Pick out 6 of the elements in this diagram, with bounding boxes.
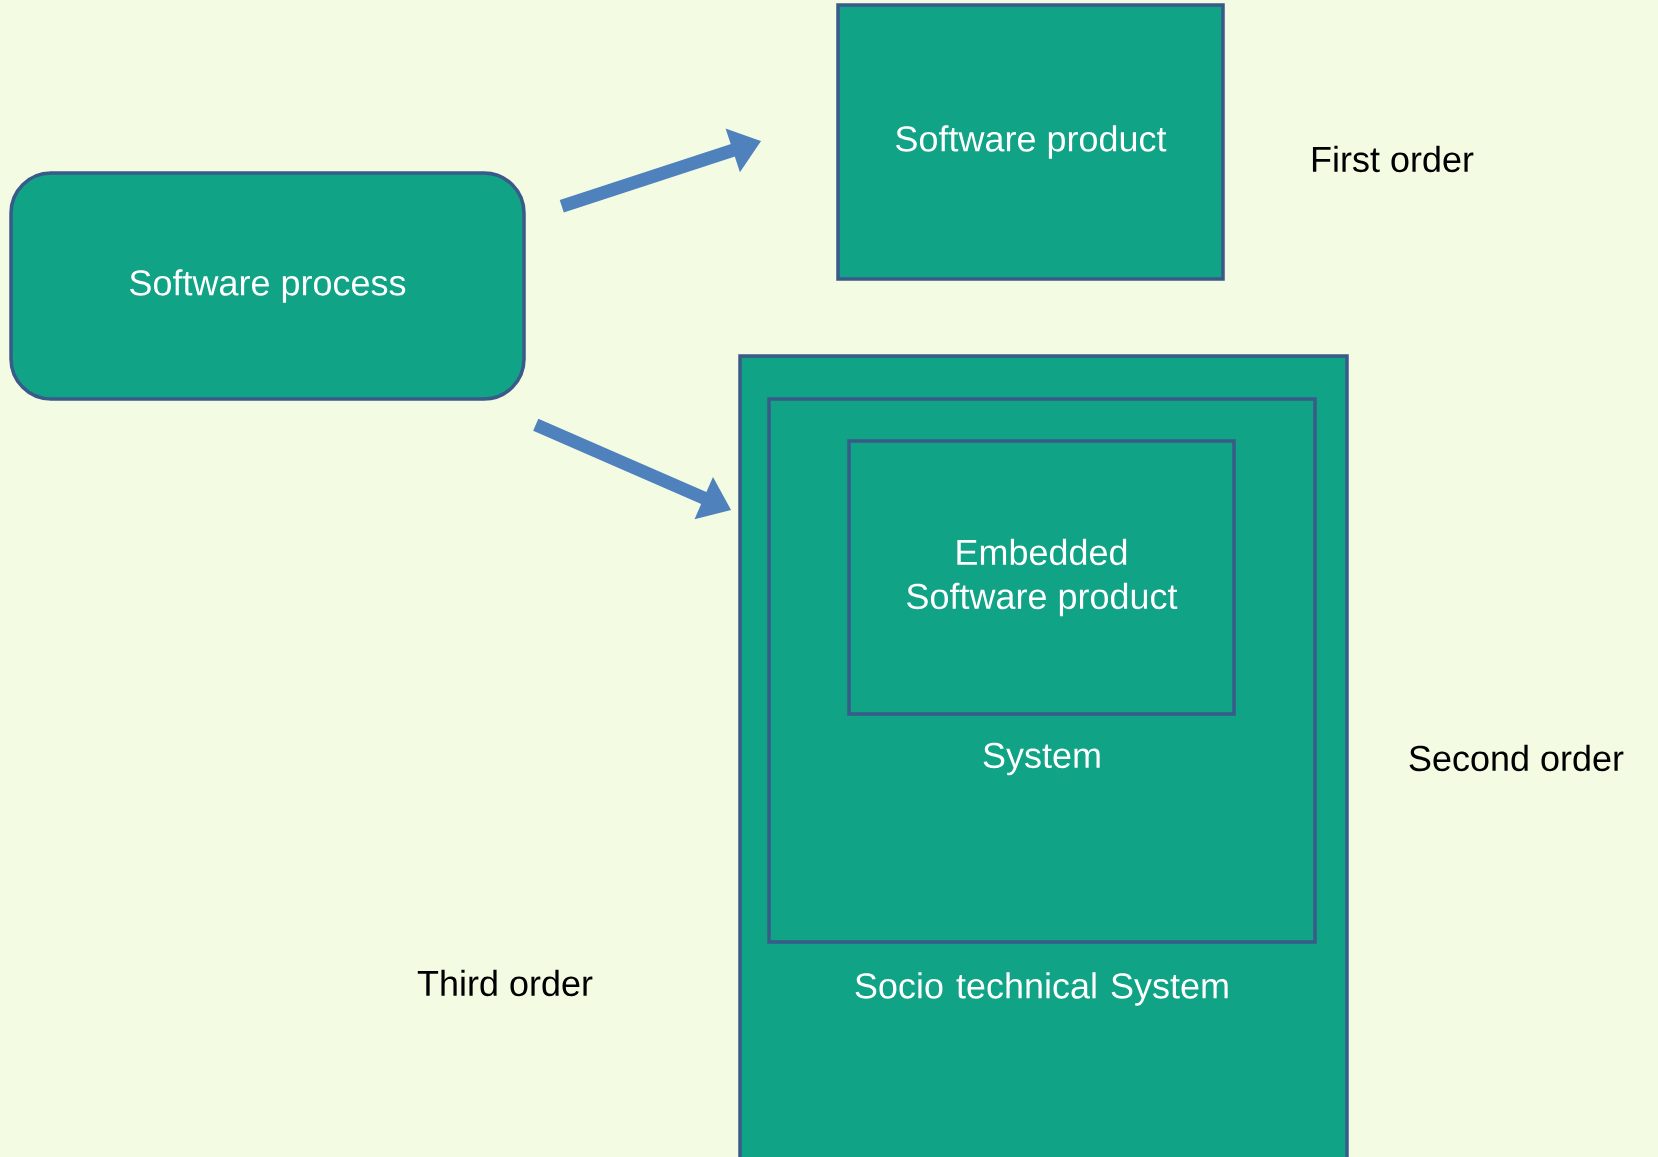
order-label: First order — [1312, 145, 1474, 173]
box: Software product — [836, 3, 1225, 281]
box: Embedded Software product — [847, 439, 1236, 716]
order-label: Second order — [1409, 744, 1624, 772]
rounded-box: Software process — [9, 171, 526, 401]
order-label: Third order — [417, 969, 593, 997]
